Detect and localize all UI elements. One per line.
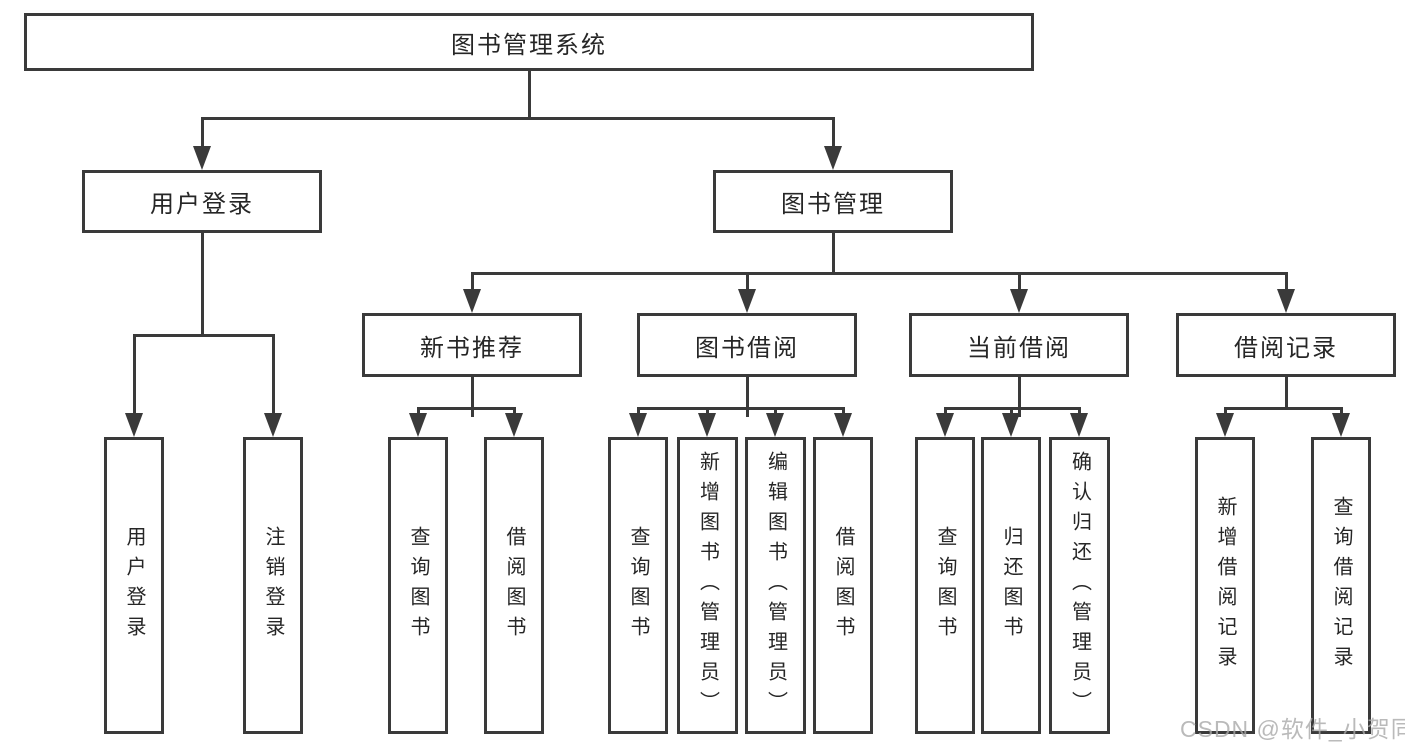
node-user-login: 用户登录: [82, 170, 322, 233]
node-borrowing-records: 借阅记录: [1176, 313, 1396, 377]
connector-stem: [1009, 407, 1013, 417]
connector-stem: [470, 272, 474, 293]
node-current-borrowing: 当前借阅: [909, 313, 1129, 377]
leaf-cb-return-book: 归还图书: [981, 437, 1041, 734]
connector-stem: [1017, 272, 1021, 293]
connector-drop: [745, 377, 749, 417]
leaf-cb-query-book: 查询图书: [915, 437, 975, 734]
leaf-bb-add-book: 新增图书（管理员）: [677, 437, 738, 734]
connector-stem: [1077, 407, 1081, 417]
arrow-down-icon: [1010, 289, 1028, 313]
connector-stem: [271, 334, 275, 417]
arrow-down-icon: [193, 146, 211, 170]
node-book-borrowing: 图书借阅: [637, 313, 857, 377]
arrow-down-icon: [1277, 289, 1295, 313]
connector-stem: [705, 407, 709, 417]
arrow-down-icon: [936, 413, 954, 437]
arrow-down-icon: [125, 413, 143, 437]
leaf-bb-borrow-book: 借阅图书: [813, 437, 873, 734]
arrow-down-icon: [1002, 413, 1020, 437]
connector-drop: [1284, 377, 1288, 409]
connector-group: [1223, 407, 1343, 410]
connector-stem: [1284, 272, 1288, 293]
connector-group: [636, 407, 845, 410]
node-book-management: 图书管理: [713, 170, 953, 233]
arrow-down-icon: [824, 146, 842, 170]
connector-group: [416, 407, 516, 410]
leaf-bb-edit-book: 编辑图书（管理员）: [745, 437, 806, 734]
connector-level2: [200, 117, 835, 120]
leaf-logout: 注销登录: [243, 437, 303, 734]
arrow-down-icon: [698, 413, 716, 437]
connector-user-login-drop: [200, 233, 204, 336]
connector-stem: [1223, 407, 1227, 417]
arrow-down-icon: [766, 413, 784, 437]
connector-drop: [1017, 377, 1021, 417]
connector-stem: [636, 407, 640, 417]
arrow-down-icon: [463, 289, 481, 313]
connector-group: [132, 334, 275, 337]
arrow-down-icon: [505, 413, 523, 437]
arrow-down-icon: [409, 413, 427, 437]
connector-stem: [132, 334, 136, 417]
leaf-br-add-record: 新增借阅记录: [1195, 437, 1255, 734]
arrow-down-icon: [1216, 413, 1234, 437]
leaf-br-query-record: 查询借阅记录: [1311, 437, 1371, 734]
connector-stem: [943, 407, 947, 417]
leaf-nbr-query-book: 查询图书: [388, 437, 448, 734]
connector-stem: [1339, 407, 1343, 417]
connector-root-drop: [527, 70, 531, 118]
connector-stem: [416, 407, 420, 417]
connector-stem: [200, 117, 204, 150]
csdn-watermark: CSDN @软件_小贺同学: [1180, 716, 1405, 742]
arrow-down-icon: [834, 413, 852, 437]
connector-stem: [745, 272, 749, 293]
connector-stem: [773, 407, 777, 417]
connector-stem: [831, 117, 835, 150]
arrow-down-icon: [1070, 413, 1088, 437]
arrow-down-icon: [264, 413, 282, 437]
arrow-down-icon: [738, 289, 756, 313]
node-root: 图书管理系统: [24, 13, 1034, 71]
connector-stem: [841, 407, 845, 417]
arrow-down-icon: [1332, 413, 1350, 437]
connector-level3: [470, 272, 1287, 275]
leaf-login: 用户登录: [104, 437, 164, 734]
node-new-book-recommend: 新书推荐: [362, 313, 582, 377]
leaf-nbr-borrow-book: 借阅图书: [484, 437, 544, 734]
leaf-cb-confirm-return: 确认归还（管理员）: [1049, 437, 1110, 734]
leaf-bb-query-book: 查询图书: [608, 437, 668, 734]
arrow-down-icon: [629, 413, 647, 437]
connector-stem: [512, 407, 516, 417]
connector-drop: [470, 377, 474, 417]
connector-book-management-drop: [831, 233, 835, 274]
